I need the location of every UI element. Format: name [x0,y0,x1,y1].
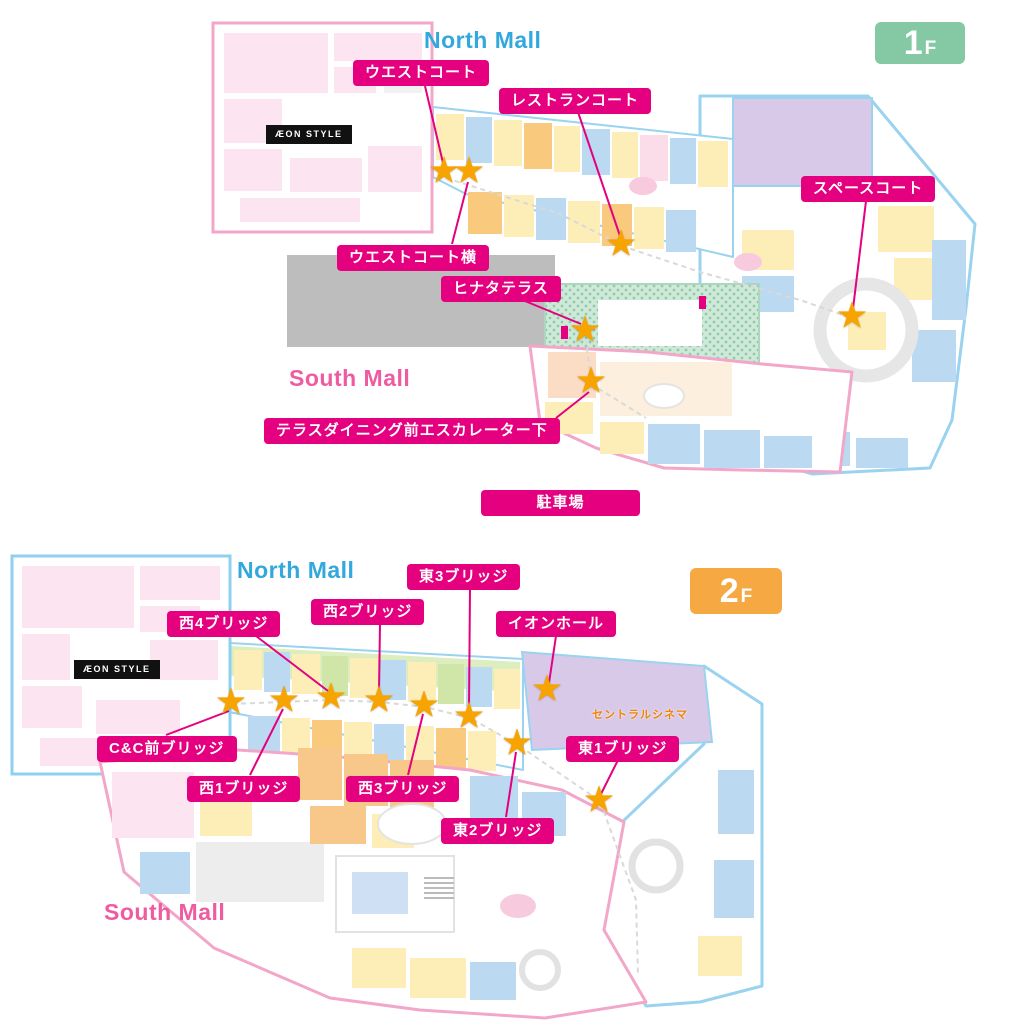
floor1-badge: 1 F [875,22,965,64]
floor1-south-mall-label: South Mall [289,365,411,391]
star-west4-bridge-icon: ★ [314,675,348,717]
star-east1-bridge-icon: ★ [582,778,616,820]
label-hinata-terrace: ヒナタテラス [441,276,561,302]
floor2-aeon-style-logo: ÆON STYLE [74,660,160,679]
floor2-badge-number: 2 [719,572,739,610]
label-aeon-hall: イオンホール [496,611,617,637]
f2-cinema-block [520,650,714,752]
label-east2-bridge: 東2ブリッジ [441,818,555,844]
star-aeon-hall-icon: ★ [530,667,564,709]
floor2-south-mall-label: South Mall [104,899,226,925]
star-west-court-icon: ★ [427,149,461,191]
label-terrace-dining-escalator: テラスダイニング前エスカレーター下 [264,418,560,444]
floor2-badge: 2 F [690,568,782,614]
floor2-badge-suffix: F [740,585,753,607]
label-east3-bridge: 東3ブリッジ [407,564,521,590]
label-west2-bridge: 西2ブリッジ [311,599,425,625]
star-west-court-side-icon: ★ [452,149,486,191]
label-parking: 駐車場 [481,490,640,516]
floor1-north-mall-label: North Mall [424,27,542,53]
star-west3-bridge-icon: ★ [407,683,441,725]
f2-south-mall [98,748,648,1020]
leader-lines [165,85,867,818]
f1-north-wing-shops [432,106,762,271]
f2-north-wing-shops [228,642,524,771]
star-west2-bridge-icon: ★ [362,678,396,720]
star-east2-bridge-icon: ★ [500,721,534,763]
star-space-court-icon: ★ [835,294,869,336]
star-restaurant-court-icon: ★ [604,222,638,264]
label-west-court: ウエストコート [353,60,490,86]
central-cinema-label: セントラルシネマ [592,709,688,721]
label-west-court-side: ウエストコート横 [337,245,490,271]
f2-north-mall-store [10,554,232,776]
label-west1-bridge: 西1ブリッジ [187,776,301,802]
label-west3-bridge: 西3ブリッジ [346,776,460,802]
label-cc-front-bridge: C&C前ブリッジ [97,736,237,762]
floor2-map [10,554,764,1020]
floor2-north-mall-label: North Mall [237,557,355,583]
label-west4-bridge: 西4ブリッジ [167,611,281,637]
f1-south-mall [528,344,854,474]
star-hinata-terrace-icon: ★ [568,308,602,350]
f1-north-mall-store [211,21,434,234]
label-east1-bridge: 東1ブリッジ [566,736,680,762]
star-west1-bridge-icon: ★ [267,678,301,720]
floor1-aeon-style-logo: ÆON STYLE [266,125,352,144]
floor1-badge-number: 1 [903,24,923,62]
label-space-court: スペースコート [801,176,936,202]
f1-lavender-block [732,97,873,187]
floor1-badge-suffix: F [924,37,937,59]
star-cc-front-bridge-icon: ★ [214,680,248,722]
label-restaurant-court: レストランコート [499,88,652,114]
star-east3-bridge-icon: ★ [452,694,486,736]
star-terrace-dining-icon: ★ [574,359,608,401]
floor1-map [211,21,977,476]
f2-east-region [600,664,764,1008]
